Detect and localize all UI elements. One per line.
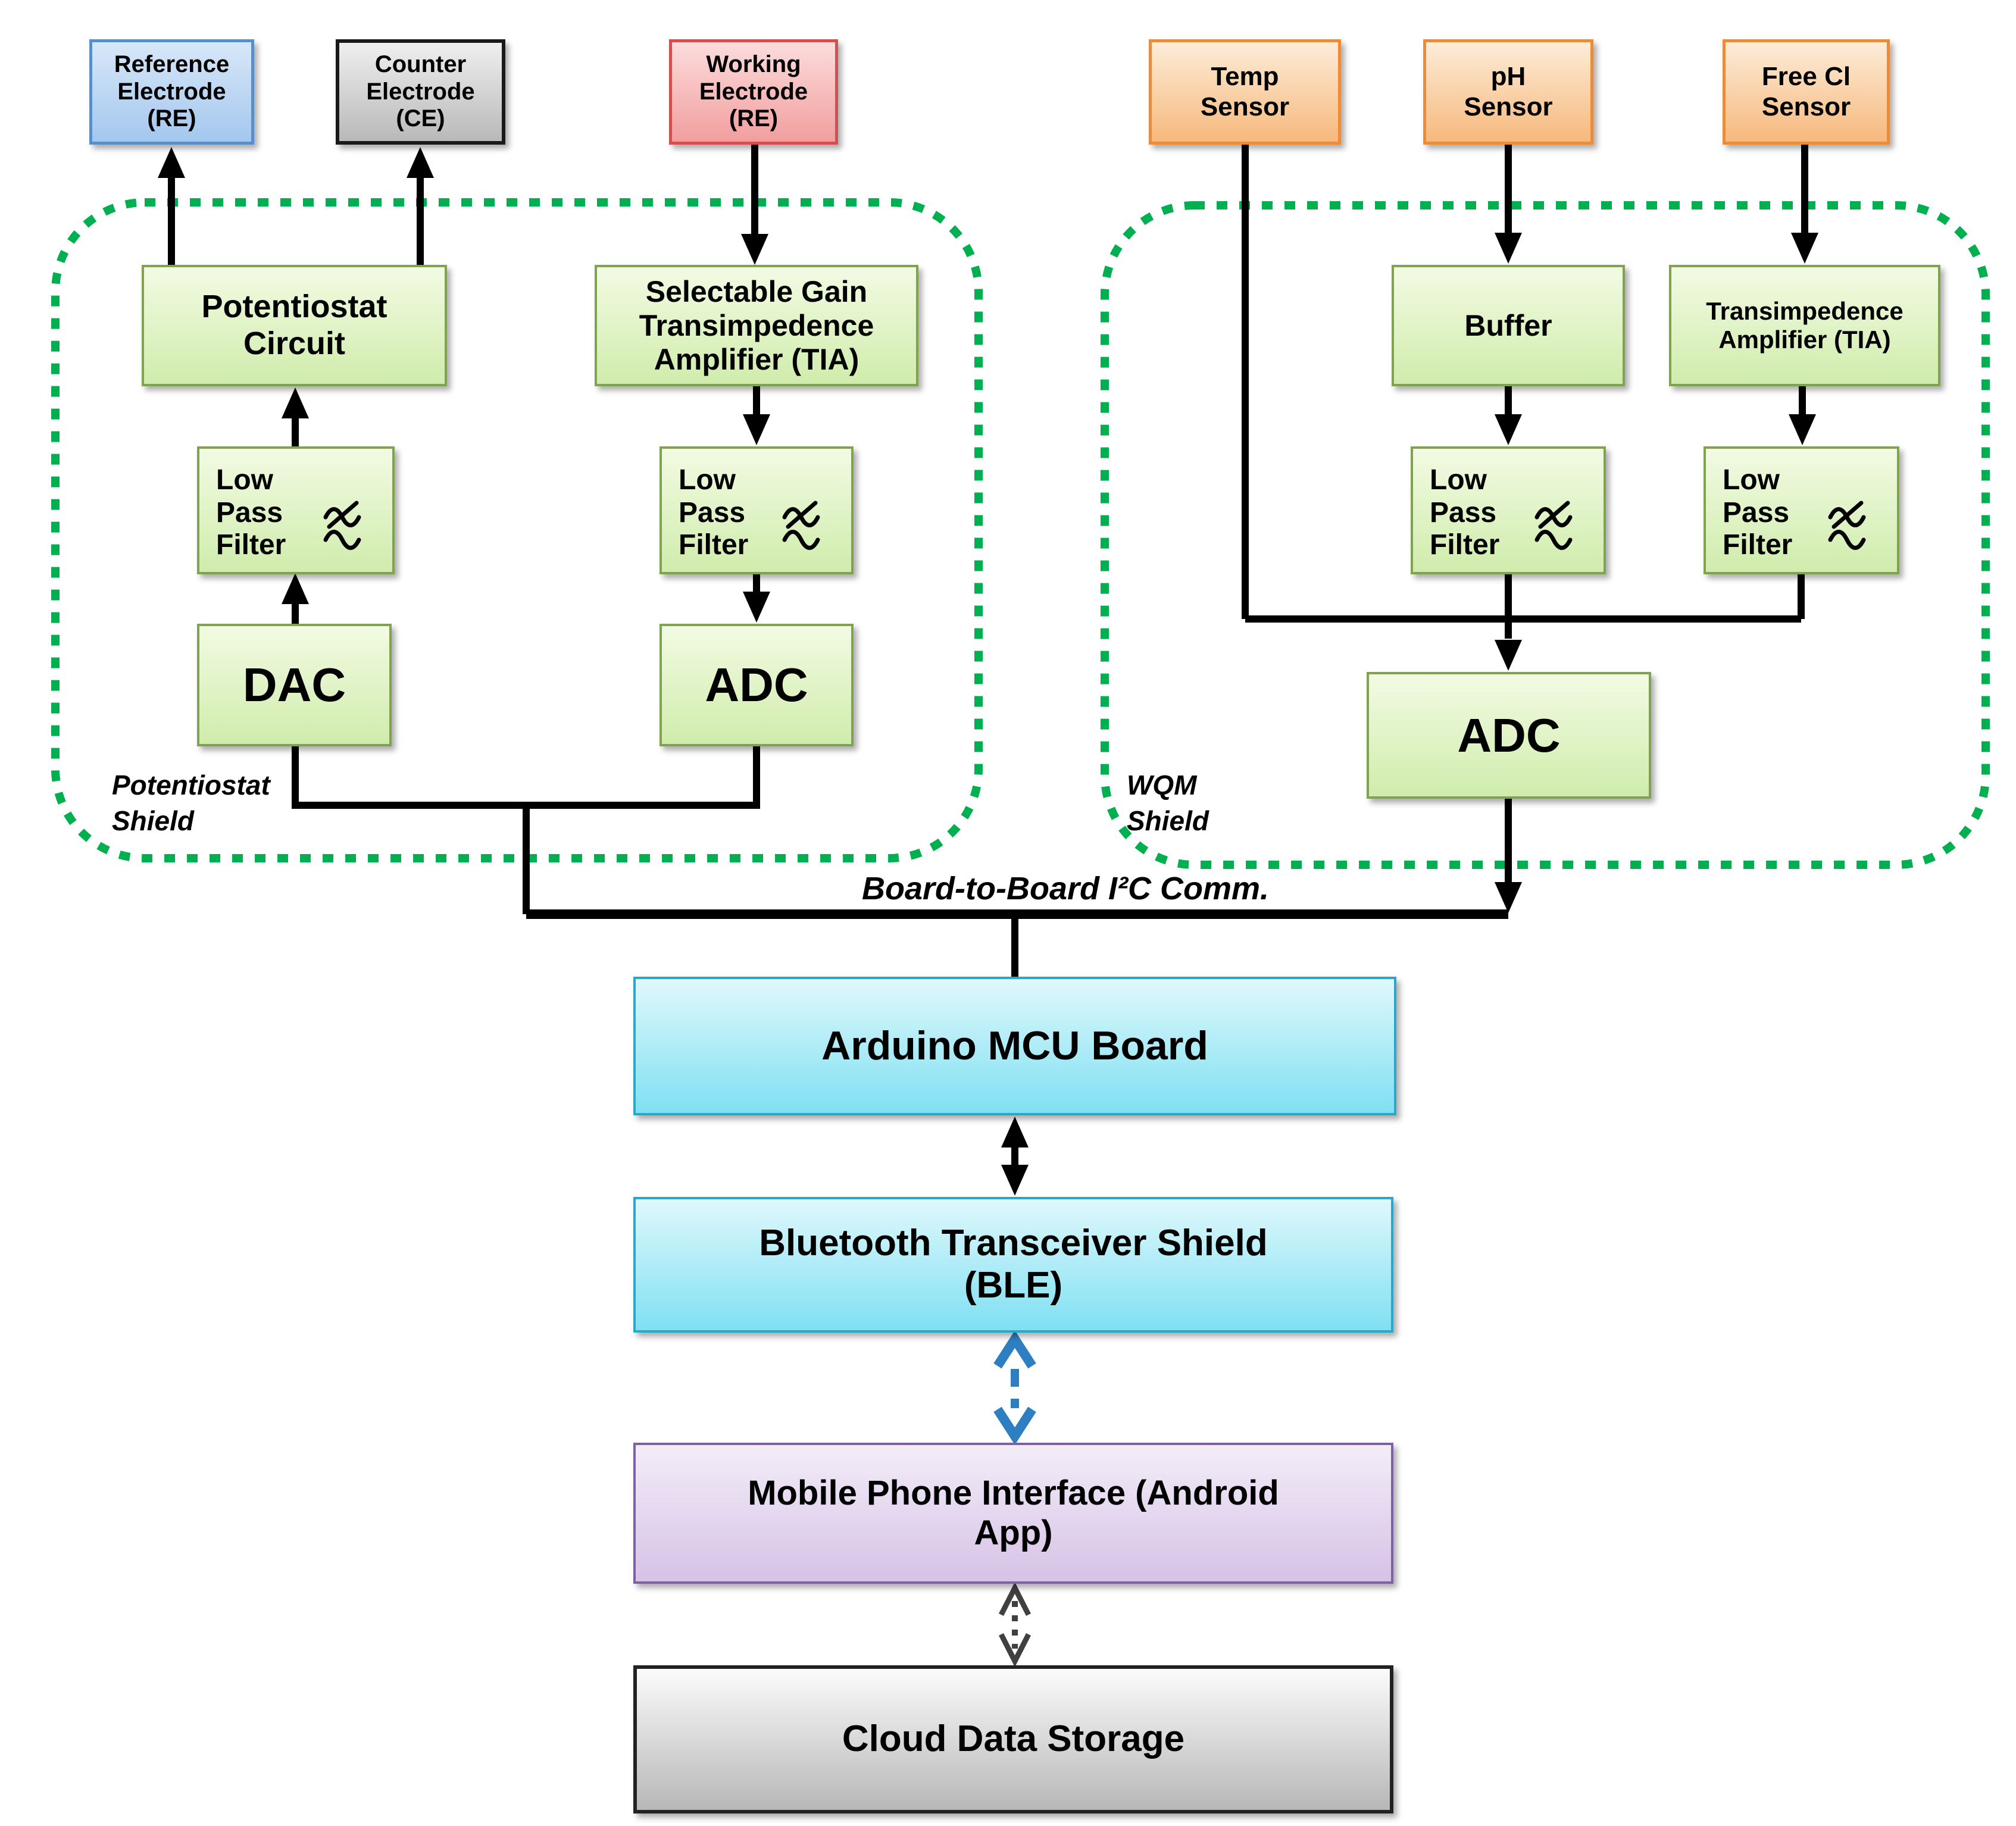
working-electrode-box: Working Electrode (RE)	[669, 39, 838, 145]
low-pass-filter-box: Low Pass Filter	[1704, 446, 1899, 574]
line-temp-sensor-to-adc-bus	[1242, 145, 1801, 623]
arrow-cl-sensor-to-tia	[1791, 145, 1818, 264]
low-pass-filter-label: Low Pass Filter	[1723, 464, 1793, 561]
buffer-box: Buffer	[1392, 265, 1625, 386]
reference-electrode-label: Reference Electrode (RE)	[114, 51, 230, 132]
arrow-tia-to-lpf-cl	[1789, 386, 1816, 445]
dac-box: DAC	[197, 624, 392, 746]
arrow-buffer-to-lpf	[1495, 386, 1522, 445]
low-pass-filter-box: Low Pass Filter	[660, 446, 854, 574]
low-pass-filter-icon	[323, 501, 361, 550]
i2c-bus-label: Board-to-Board I²C Comm.	[862, 871, 1269, 906]
selectable-gain-tia-label: Selectable Gain Transimpedence Amplifier…	[639, 274, 874, 376]
line-dac-adc-join	[292, 746, 760, 914]
potentiostat-connectors	[158, 145, 770, 914]
mobile-interface-box: Mobile Phone Interface (Android App)	[633, 1443, 1393, 1584]
ble-shield-label: Bluetooth Transceiver Shield (BLE)	[759, 1222, 1268, 1306]
low-pass-filter-icon	[1534, 501, 1573, 550]
dac-label: DAC	[242, 658, 346, 712]
counter-electrode-label: Counter Electrode (CE)	[366, 51, 475, 132]
arrow-ble-mobile-bluetooth-link	[993, 1330, 1036, 1445]
adc-label: ADC	[1457, 708, 1561, 762]
cloud-storage-box: Cloud Data Storage	[633, 1665, 1393, 1814]
arrow-ph-sensor-to-buffer	[1495, 145, 1522, 264]
ph-sensor-box: pH Sensor	[1423, 39, 1593, 145]
arrow-circuit-to-reference-electrode	[158, 147, 185, 265]
tia-label: Transimpedence Amplifier (TIA)	[1706, 297, 1904, 354]
arrow-lpf-to-circuit	[282, 387, 309, 446]
selectable-gain-tia-box: Selectable Gain Transimpedence Amplifier…	[595, 265, 918, 386]
wqm-connectors	[1242, 145, 1818, 913]
cloud-storage-label: Cloud Data Storage	[842, 1718, 1185, 1760]
low-pass-filter-icon	[1828, 501, 1866, 550]
low-pass-filter-label: Low Pass Filter	[216, 464, 286, 561]
temp-sensor-box: Temp Sensor	[1149, 39, 1341, 145]
ble-shield-box: Bluetooth Transceiver Shield (BLE)	[633, 1197, 1393, 1333]
low-pass-filter-label: Low Pass Filter	[1430, 464, 1500, 561]
working-electrode-label: Working Electrode (RE)	[699, 51, 808, 132]
adc-box-wqm: ADC	[1367, 672, 1651, 799]
arrow-dac-to-lpf	[282, 573, 309, 624]
tia-box: Transimpedence Amplifier (TIA)	[1669, 265, 1940, 386]
arduino-mcu-label: Arduino MCU Board	[821, 1023, 1208, 1068]
free-cl-sensor-box: Free Cl Sensor	[1723, 39, 1890, 145]
potentiostat-circuit-box: Potentiostat Circuit	[142, 265, 447, 386]
low-pass-filter-box: Low Pass Filter	[1411, 446, 1606, 574]
potentiostat-shield-label: Potentiostat Shield	[112, 770, 270, 836]
ph-sensor-label: pH Sensor	[1464, 62, 1553, 121]
potentiostat-shield-border	[51, 198, 983, 862]
arrow-circuit-to-counter-electrode	[407, 147, 434, 265]
arrow-mobile-cloud-link	[998, 1582, 1032, 1667]
wqm-shield-label: WQM Shield	[1127, 770, 1209, 836]
arrow-tia-to-lpf	[743, 386, 770, 445]
arrow-arduino-ble	[1001, 1117, 1029, 1196]
arduino-mcu-box: Arduino MCU Board	[633, 977, 1396, 1115]
wqm-shield-border	[1101, 201, 1990, 869]
free-cl-sensor-label: Free Cl Sensor	[1761, 62, 1851, 121]
arrow-working-electrode-to-tia	[741, 145, 768, 265]
arrow-adc-to-i2c-bus	[1495, 799, 1522, 913]
counter-electrode-box: Counter Electrode (CE)	[336, 39, 505, 145]
buffer-label: Buffer	[1464, 308, 1552, 342]
adc-label: ADC	[705, 658, 808, 712]
reference-electrode-box: Reference Electrode (RE)	[89, 39, 254, 145]
low-pass-filter-box: Low Pass Filter	[197, 446, 395, 574]
arrow-lpf-ph-to-adc	[1495, 574, 1522, 671]
low-pass-filter-icon	[782, 501, 820, 550]
low-pass-filter-label: Low Pass Filter	[679, 464, 749, 561]
potentiostat-circuit-label: Potentiostat Circuit	[201, 289, 387, 361]
temp-sensor-label: Temp Sensor	[1200, 62, 1290, 121]
arrow-lpf-to-adc	[743, 574, 770, 623]
adc-box: ADC	[660, 624, 854, 746]
mobile-interface-label: Mobile Phone Interface (Android App)	[748, 1474, 1279, 1552]
